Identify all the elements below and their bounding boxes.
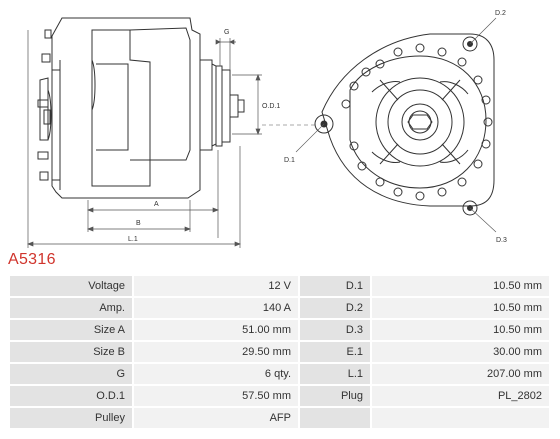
table-row: Amp. 140 A D.2 10.50 mm xyxy=(8,296,551,320)
label-b: B xyxy=(136,220,141,227)
front-leaders xyxy=(262,17,497,233)
spec-label: Voltage xyxy=(8,274,134,298)
spec-label: Size B xyxy=(8,340,134,364)
spec-value: 10.50 mm xyxy=(370,318,551,342)
spec-value: 30.00 mm xyxy=(370,340,551,364)
spec-label: D.3 xyxy=(298,318,372,342)
spec-label: O.D.1 xyxy=(8,384,134,408)
label-g: G xyxy=(224,29,229,36)
table-row: Size B 29.50 mm E.1 30.00 mm xyxy=(8,340,551,364)
spec-value: 51.00 mm xyxy=(132,318,300,342)
table-row: G 6 qty. L.1 207.00 mm xyxy=(8,362,551,386)
front-view xyxy=(314,33,495,216)
spec-value: 12 V xyxy=(132,274,300,298)
spec-value xyxy=(370,406,551,430)
spec-value: 29.50 mm xyxy=(132,340,300,364)
table-row: Voltage 12 V D.1 10.50 mm xyxy=(8,274,551,298)
spec-value: 57.50 mm xyxy=(132,384,300,408)
spec-value: 207.00 mm xyxy=(370,362,551,386)
spec-label: Pulley xyxy=(8,406,134,430)
spec-label: G xyxy=(8,362,134,386)
spec-value: PL_2802 xyxy=(370,384,551,408)
spec-label: D.1 xyxy=(298,274,372,298)
spec-value: AFP xyxy=(132,406,300,430)
label-l1: L.1 xyxy=(128,236,138,243)
spec-label: Plug xyxy=(298,384,372,408)
alternator-technical-drawing: G O.D.1 A B L.1 xyxy=(27,10,507,248)
spec-label: Amp. xyxy=(8,296,134,320)
spec-value: 10.50 mm xyxy=(370,296,551,320)
label-od1: O.D.1 xyxy=(262,103,280,110)
spec-label: E.1 xyxy=(298,340,372,364)
table-row: Pulley AFP xyxy=(8,406,551,430)
spec-value: 10.50 mm xyxy=(370,274,551,298)
label-d3: D.3 xyxy=(496,237,507,244)
table-row: Size A 51.00 mm D.3 10.50 mm xyxy=(8,318,551,342)
table-row: O.D.1 57.50 mm Plug PL_2802 xyxy=(8,384,551,408)
side-dimensions xyxy=(27,30,262,248)
label-a: A xyxy=(154,201,159,208)
spec-value: 6 qty. xyxy=(132,362,300,386)
specifications-table: Voltage 12 V D.1 10.50 mm Amp. 140 A D.2… xyxy=(8,274,551,430)
spec-label: D.2 xyxy=(298,296,372,320)
label-d2: D.2 xyxy=(495,10,506,17)
spec-label: Size A xyxy=(8,318,134,342)
spec-label: L.1 xyxy=(298,362,372,386)
spec-value: 140 A xyxy=(132,296,300,320)
spec-label xyxy=(298,406,372,430)
product-code: A5316 xyxy=(8,251,56,268)
side-view xyxy=(37,17,245,199)
label-d1: D.1 xyxy=(284,157,295,164)
